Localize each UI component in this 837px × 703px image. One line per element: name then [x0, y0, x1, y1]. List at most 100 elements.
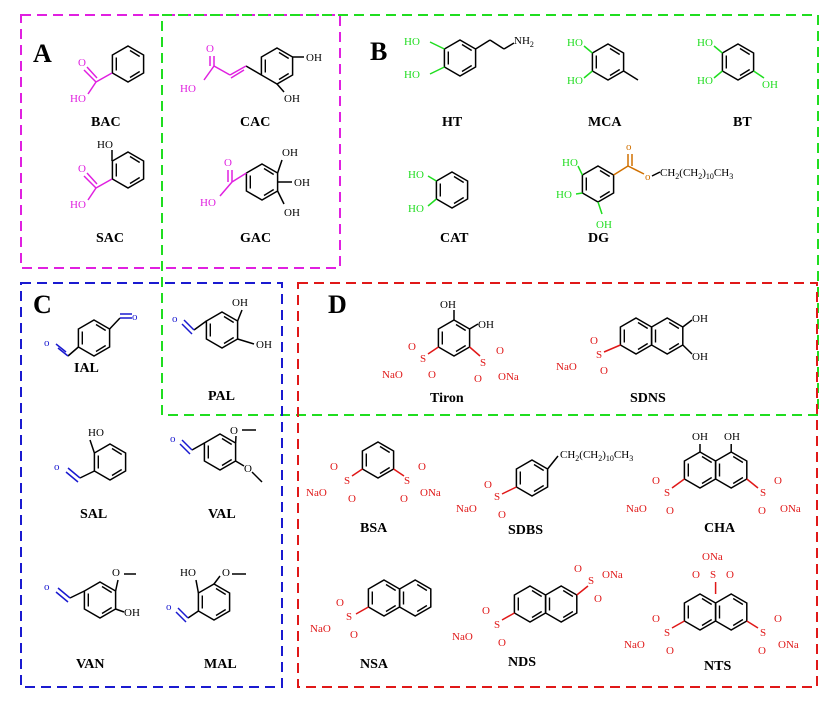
label-nsa: NSA [360, 657, 389, 672]
molecule-tiron: OH OH S O O NaO S O O ONa [382, 299, 519, 385]
label-mal: MAL [204, 657, 237, 672]
atom-o: o [626, 141, 632, 153]
atom-ho: HO [70, 199, 86, 211]
atom-oh: OH [596, 219, 612, 231]
label-nts: NTS [704, 659, 731, 674]
atom-o: O [574, 563, 582, 575]
atom-o: O [498, 509, 506, 521]
atom-s: S [664, 627, 670, 639]
atom-s: S [346, 611, 352, 623]
atom-o: O [496, 345, 504, 357]
atom-ho: HO [697, 37, 713, 49]
label-cha: CHA [704, 521, 736, 536]
atom-o: O [666, 505, 674, 517]
atom-ona: ONa [702, 551, 723, 563]
atom-ho: HO [180, 83, 196, 95]
atom-oh: OH [284, 207, 300, 219]
atom-o: o [172, 313, 178, 325]
atom-ona: ONa [498, 371, 519, 383]
molecule-ht: HO HO NH2 [404, 35, 534, 81]
panel-d-letter: D [328, 290, 347, 319]
molecule-mal: HO O o [166, 567, 246, 623]
atom-nao: NaO [456, 503, 477, 515]
atom-o: O [330, 461, 338, 473]
label-cac: CAC [240, 115, 270, 130]
label-dg: DG [588, 231, 609, 246]
label-tiron: Tiron [430, 391, 464, 406]
atom-oh: OH [692, 351, 708, 363]
molecule-sal: HO o [54, 427, 127, 483]
atom-o: O [774, 475, 782, 487]
panel-a-letter: A [33, 39, 52, 68]
atom-ho: HO [200, 197, 216, 209]
atom-s: S [404, 475, 410, 487]
atom-oh: OH [124, 607, 140, 619]
atom-s: S [420, 353, 426, 365]
atom-o: O [652, 475, 660, 487]
atom-o: O [652, 613, 660, 625]
atom-o: O [774, 613, 782, 625]
atom-o: O [484, 479, 492, 491]
atom-ho: HO [562, 157, 578, 169]
atom-oh: OH [692, 313, 708, 325]
atom-ho: HO [88, 427, 104, 439]
atom-s: S [344, 475, 350, 487]
atom-nh2: NH2 [514, 35, 534, 49]
atom-ho: HO [404, 36, 420, 48]
atom-ona: ONa [602, 569, 623, 581]
atom-s: S [760, 627, 766, 639]
atom-o: O [350, 629, 358, 641]
atom-ho: HO [408, 169, 424, 181]
atom-o: o [645, 171, 651, 183]
atom-oh: OH [256, 339, 272, 351]
panel-c-letter: C [33, 290, 52, 319]
atom-o: O [418, 461, 426, 473]
panel-c-box [20, 282, 283, 688]
atom-ho: HO [180, 567, 196, 579]
atom-o: O [244, 463, 252, 475]
atom-ho: HO [408, 203, 424, 215]
atom-o: O [408, 341, 416, 353]
atom-ona: ONa [778, 639, 799, 651]
atom-o: O [758, 645, 766, 657]
molecule-pal: OH OH o [172, 297, 272, 351]
atom-o: O [224, 157, 232, 169]
atom-o: o [44, 337, 50, 349]
atom-s: S [480, 357, 486, 369]
atom-nao: NaO [624, 639, 645, 651]
molecule-cat: HO HO [408, 169, 469, 215]
atom-ho: HO [70, 93, 86, 105]
atom-o: O [758, 505, 766, 517]
atom-o: o [54, 461, 60, 473]
label-sac: SAC [96, 231, 124, 246]
atom-o: O [594, 593, 602, 605]
panel-d-box [297, 282, 818, 688]
label-ial: IAL [74, 361, 99, 376]
atom-oh: OH [306, 52, 322, 64]
atom-o: o [166, 601, 172, 613]
atom-o: O [726, 569, 734, 581]
atom-o: O [474, 373, 482, 385]
molecule-nds: S O O NaO S O O ONa [452, 563, 623, 649]
atom-o: O [600, 365, 608, 377]
atom-o: o [44, 581, 50, 593]
atom-s: S [494, 619, 500, 631]
label-bt: BT [733, 115, 752, 130]
atom-nao: NaO [452, 631, 473, 643]
molecule-nts: S O O ONa S O O NaO S O O ONa [624, 551, 799, 657]
molecule-cha: OH OH S O O NaO S O O ONa [626, 431, 801, 517]
atom-ho: HO [556, 189, 572, 201]
molecule-bac: O HO [70, 45, 145, 105]
atom-o: O [230, 425, 238, 437]
atom-o: O [482, 605, 490, 617]
molecule-sdns: OH OH S O O NaO [556, 313, 708, 377]
molecule-van: O OH o [44, 567, 140, 619]
atom-o: O [428, 369, 436, 381]
label-mca: MCA [588, 115, 622, 130]
atom-s: S [664, 487, 670, 499]
label-cat: CAT [440, 231, 469, 246]
label-val: VAL [208, 507, 236, 522]
molecule-sac: HO O HO [70, 139, 145, 211]
atom-ho: HO [404, 69, 420, 81]
